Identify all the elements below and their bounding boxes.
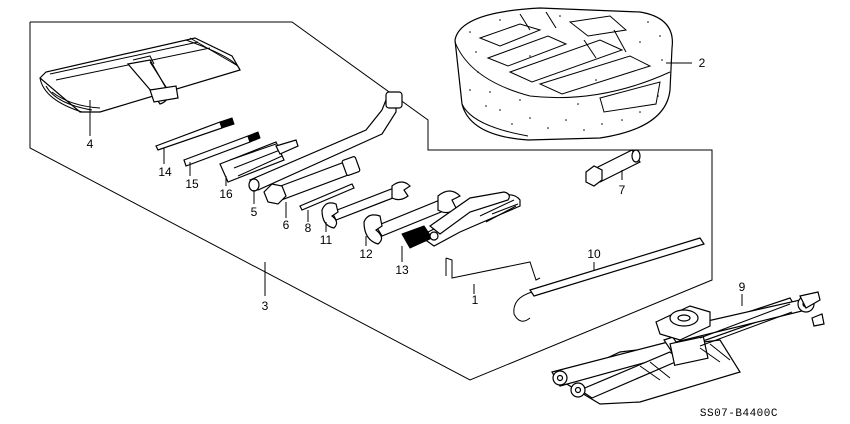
callout-13: 13: [395, 263, 409, 277]
foam-texture: [469, 15, 663, 131]
leader-lines: [89, 62, 743, 306]
callout-9: 9: [739, 280, 746, 294]
scissor-jack-illustration: [551, 291, 825, 405]
callout-15: 15: [185, 177, 199, 191]
callout-5: 5: [251, 205, 258, 219]
group-boundary: [29, 21, 713, 381]
bar-illustration: [299, 183, 355, 211]
callout-16: 16: [219, 187, 233, 201]
callout-3: 3: [262, 299, 269, 313]
screwdriver-15-illustration: [183, 131, 261, 167]
socket-extension-illustration: [585, 149, 641, 187]
foam-tray-illustration: [454, 7, 673, 141]
jack-handle-illustration: [445, 257, 541, 281]
open-end-wrench-11-illustration: [321, 181, 411, 229]
callout-14: 14: [158, 165, 172, 179]
screwdriver-14-illustration: [155, 117, 235, 151]
callout-4: 4: [87, 137, 94, 151]
open-end-wrench-12-illustration: [363, 190, 462, 245]
tool-pouch-illustration: [39, 37, 241, 113]
callout-10: 10: [587, 247, 601, 261]
callout-11: 11: [320, 233, 333, 247]
wheel-nut-wrench-illustration: [248, 91, 403, 192]
diagram-code: SS07-B4400C: [700, 408, 778, 420]
callout-6: 6: [283, 218, 290, 232]
callout-labels: 1 2 3 4 5 6 7 8 9 10 11 12 13 14 15 16: [87, 56, 746, 313]
socket-wrench-illustration: [263, 156, 361, 205]
callout-7: 7: [619, 183, 626, 197]
callout-2: 2: [699, 56, 706, 70]
callout-12: 12: [359, 247, 373, 261]
jack-lever-illustration: [513, 237, 705, 322]
callout-8: 8: [305, 221, 312, 235]
pliers-illustration: [401, 191, 521, 249]
screwdriver-handle-16-illustration: [219, 139, 299, 183]
callout-1: 1: [472, 293, 479, 307]
